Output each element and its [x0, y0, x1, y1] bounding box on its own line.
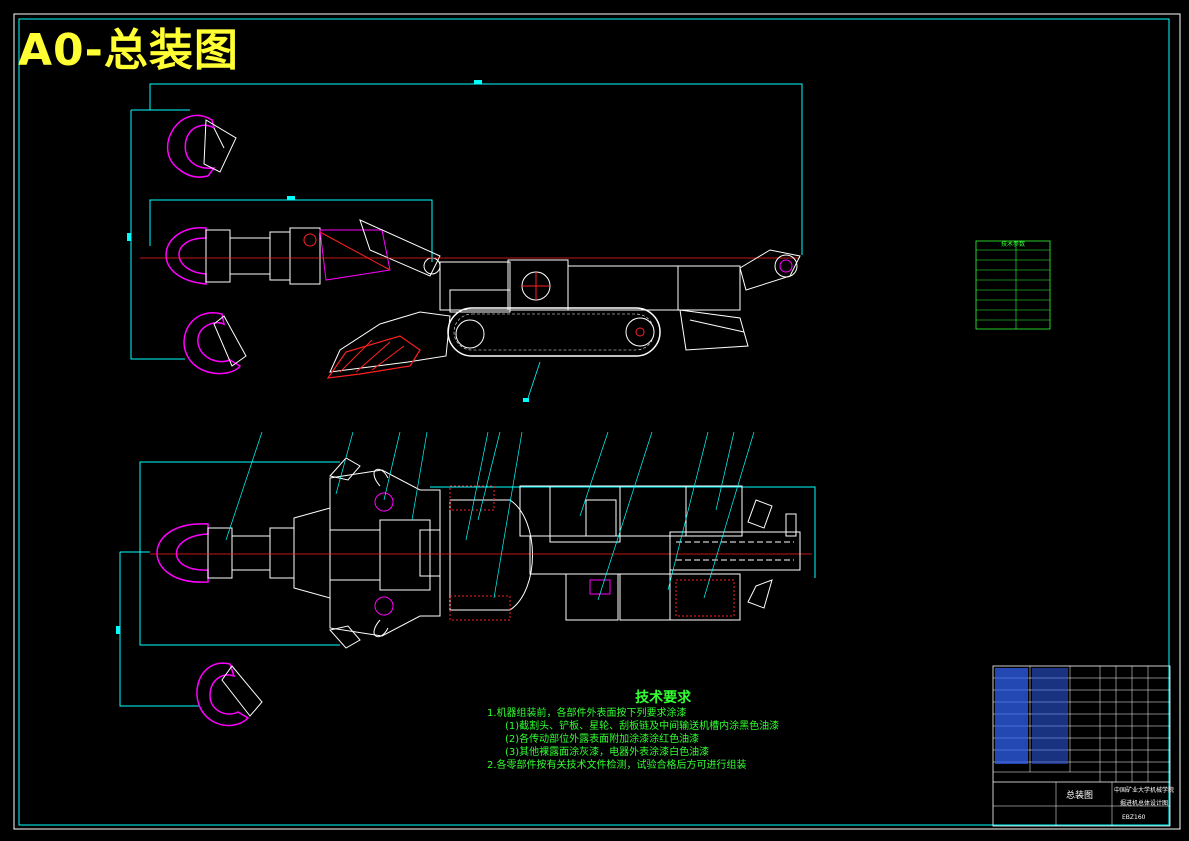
institution-line2: 掘进机总体设计图 — [1120, 800, 1169, 807]
tech-line-4: (3)其他裸露面涂灰漆，电器外表涂漆白色油漆 — [505, 747, 710, 758]
tech-line-5: 2.各零部件按有关技术文件检测，试验合格后方可进行组装 — [487, 760, 747, 771]
tech-requirements: 技术要求 1.机器组装前，各部件外表面按下列要求涂漆 (1)截割头、铲板、星轮、… — [487, 690, 780, 772]
params-table-title: 技术参数 — [1000, 241, 1025, 248]
tech-line-2: (1)截割头、铲板、星轮、刮板链及中间输送机槽内涂黑色油漆 — [505, 721, 780, 732]
tech-line-1: 1.机器组装前，各部件外表面按下列要求涂漆 — [487, 708, 687, 719]
tech-requirements-title: 技术要求 — [635, 690, 692, 706]
side-view — [127, 80, 803, 402]
plan-view — [116, 431, 816, 727]
title-block — [992, 665, 1171, 827]
tech-line-3: (2)各传动部位外露表面附加涂漆涂红色油漆 — [505, 734, 700, 745]
inner-border — [18, 18, 1170, 826]
institution: 中国矿业大学机械学院 — [1114, 787, 1175, 794]
outer-border — [13, 13, 1181, 830]
sheet-title: A0-总装图 — [18, 25, 239, 76]
drawing-name: 总装图 — [1066, 791, 1094, 801]
params-table — [975, 240, 1051, 330]
drawing-code: EBZ160 — [1122, 814, 1146, 821]
